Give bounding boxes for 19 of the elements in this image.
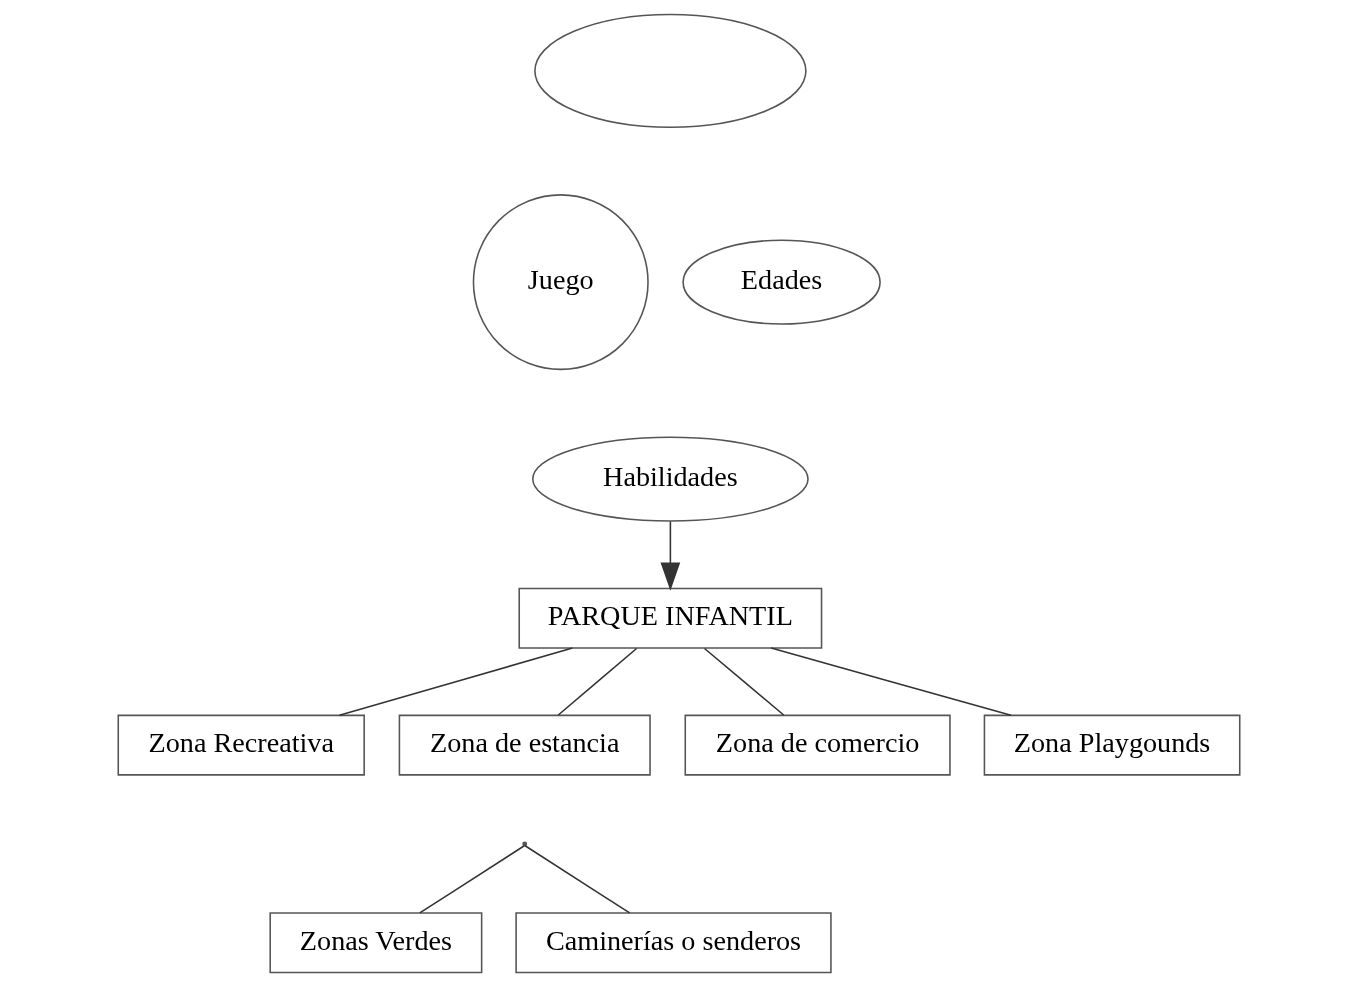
node-circle: Juego — [472, 194, 649, 371]
arrow — [660, 520, 681, 591]
node-box: Zona de comercio — [684, 714, 951, 776]
node-box: Zona Recreativa — [117, 714, 365, 776]
node-point — [522, 841, 528, 847]
node-box: Zona de estancia — [398, 714, 651, 776]
connector — [770, 647, 1012, 717]
connector — [338, 647, 574, 717]
node-cloud — [534, 13, 807, 129]
node-box: Caminerías o senderos — [515, 912, 832, 974]
node-box: Zona Playgounds — [983, 714, 1241, 776]
connector — [524, 845, 631, 914]
node-box: Zonas Verdes — [269, 912, 483, 974]
connector — [557, 647, 638, 716]
node-ellipse: Habilidades — [532, 436, 809, 522]
node-box: PARQUE INFANTIL — [518, 587, 823, 649]
connector — [419, 845, 526, 914]
node-ellipse: Edades — [682, 239, 881, 325]
connector — [703, 647, 785, 716]
